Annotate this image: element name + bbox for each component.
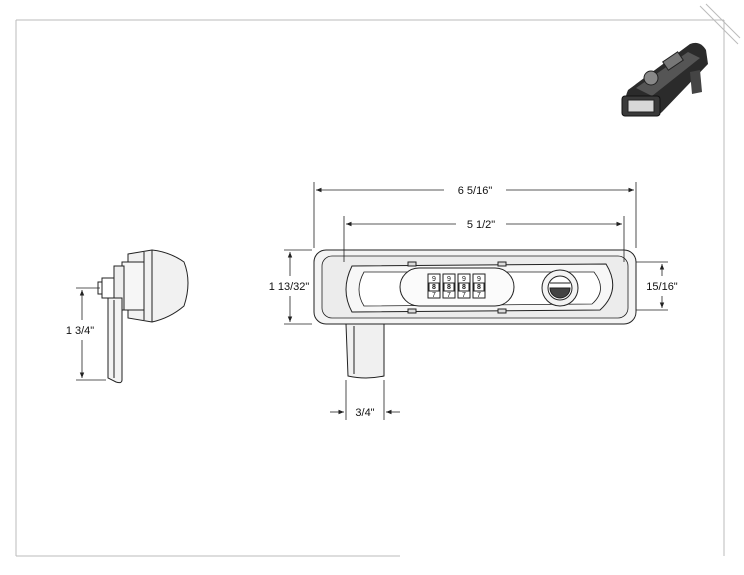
handle-length-label: 5 1/2" [467, 219, 495, 231]
isometric-view [621, 42, 708, 117]
dial-1-digit-bot: 7 [432, 292, 436, 299]
dial-4-digit-mid: 8 [477, 284, 481, 291]
lever-width-label: 3/4" [355, 407, 374, 419]
overall-length-label: 6 5/16" [458, 185, 493, 197]
dial-2[interactable]: 9 8 7 [442, 273, 456, 299]
dial-1-digit-top: 9 [432, 276, 436, 283]
dial-3-digit-top: 9 [462, 276, 466, 283]
dial-1-digit-mid: 8 [432, 284, 436, 291]
dial-3-digit-mid: 8 [462, 284, 466, 291]
dimension-labels: 6 5/16" 5 1/2" 1 13/32" 15/16" 1 3/4" 3/… [66, 185, 678, 419]
side-depth-label: 1 3/4" [66, 325, 94, 337]
drawing-frame [15, 19, 725, 557]
dial-2-digit-bot: 7 [447, 292, 451, 299]
front-view [313, 249, 637, 379]
dial-3-digit-bot: 7 [462, 292, 466, 299]
side-view [97, 249, 189, 384]
right-height-label: 15/16" [646, 281, 678, 293]
dial-4[interactable]: 9 8 7 [472, 273, 486, 299]
combination-dials: 9 8 7 9 8 7 9 8 7 9 8 7 [427, 273, 486, 299]
dial-4-digit-top: 9 [477, 276, 481, 283]
dial-2-digit-mid: 8 [447, 284, 451, 291]
dial-2-digit-top: 9 [447, 276, 451, 283]
dial-3[interactable]: 9 8 7 [457, 273, 471, 299]
overall-height-label: 1 13/32" [269, 281, 310, 293]
frame-corner-marks [699, 3, 741, 45]
dial-1[interactable]: 9 8 7 [427, 273, 441, 299]
dial-4-digit-bot: 7 [477, 292, 481, 299]
dimension-lines [76, 182, 668, 420]
